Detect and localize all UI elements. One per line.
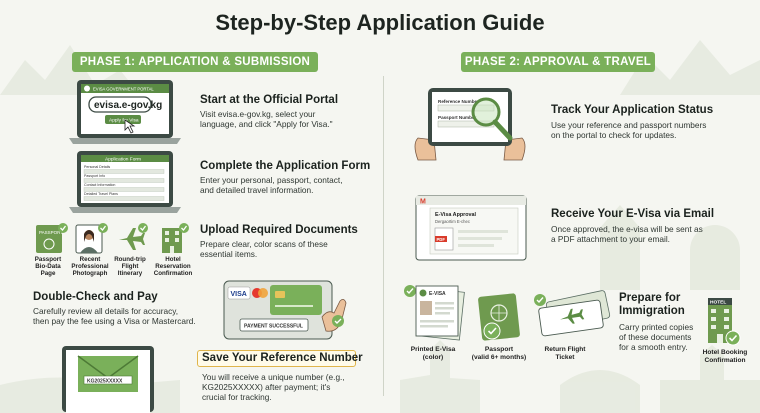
passport-travel-icon	[478, 293, 520, 341]
form-field-1: Personal Details	[84, 165, 110, 169]
evisa-doc-text: E-VISA	[429, 291, 446, 297]
form-title-text: Application Form	[105, 157, 141, 163]
step5-line2: KG2025XXXXX) after payment; it's	[202, 382, 331, 392]
travel-label-passport: Passport(valid 6+ months)	[471, 346, 527, 361]
flight-ticket-icon	[534, 290, 611, 337]
step1-line2: language, and click "Apply for Visa."	[200, 119, 333, 129]
step2-line1: Enter your personal, passport, contact,	[200, 175, 343, 185]
column-divider	[383, 76, 384, 396]
laptop-portal-icon: EVISA GOVERNMENT PORTAL evisa.e-gov.kg A…	[69, 80, 181, 144]
hotel-reservation-icon	[162, 223, 189, 253]
passport-number-field: Passport Number	[438, 115, 477, 120]
passport-icon: PASSPORT	[36, 223, 68, 253]
flight-itinerary-icon	[119, 223, 148, 250]
form-field-2: Passport Info	[84, 174, 105, 178]
photograph-icon	[75, 223, 108, 254]
laptop-envelope-icon: KG2025XXXXX	[62, 346, 154, 413]
visa-logo-text: VISA	[231, 291, 247, 298]
step2-line2: and detailed travel information.	[200, 185, 314, 195]
reference-highlight-box	[197, 350, 356, 367]
hotel-sign-text: HOTEL	[710, 300, 726, 306]
printed-evisa-icon: E-VISA	[404, 285, 465, 341]
hotel-booking-icon: HOTEL	[708, 298, 741, 346]
step5-line1: You will receive a unique number (e.g.,	[202, 372, 345, 382]
phase2-banner: PHASE 2: APPROVAL & TRAVEL	[461, 52, 655, 72]
email-window-icon: M E-Visa Approval Dergaortim E-chec PDF	[415, 195, 527, 261]
portal-url-text: evisa.e-gov.kg	[94, 100, 162, 111]
step2-heading: Complete the Application Form	[200, 160, 371, 172]
step3-heading: Upload Required Documents	[200, 224, 358, 236]
step5-heading: Save Your Reference Number	[202, 352, 363, 364]
step3-line1: Prepare clear, color scans of these	[200, 239, 328, 249]
phase1-banner: PHASE 1: APPLICATION & SUBMISSION	[72, 52, 318, 72]
laptop-form-icon: Application Form Personal Details Passpo…	[69, 151, 181, 213]
step4-line2: then pay the fee using a Visa or Masterc…	[33, 316, 196, 326]
step4-heading: Double-Check and Pay	[33, 291, 158, 303]
step3-line2: essential items.	[200, 249, 258, 259]
reference-number-field: Reference Number	[438, 99, 479, 104]
payment-terminal-icon: VISA PAYMENT SUCCESSFUL	[223, 280, 347, 340]
tablet-magnifier-icon: Reference Number Passport Number	[414, 88, 526, 161]
step5-line3: crucial for tracking.	[202, 392, 272, 402]
step4-line1: Carefully review all details for accurac…	[33, 306, 179, 316]
form-field-4: Detailed Travel Plans	[84, 192, 118, 196]
immigration-line3: for a smooth entry.	[619, 342, 688, 352]
email-line1: Once approved, the e-visa will be sent a…	[551, 224, 703, 234]
pdf-attachment-label: PDF	[437, 237, 446, 242]
form-field-3: Contact Information	[84, 183, 115, 187]
track-heading: Track Your Application Status	[551, 104, 714, 116]
email-sender: Dergaortim E-chec	[435, 219, 470, 224]
email-heading: Receive Your E-Visa via Email	[551, 208, 715, 220]
email-subject: E-Visa Approval	[435, 212, 477, 218]
track-line1: Use your reference and passport numbers	[551, 120, 707, 130]
svg-text:M: M	[420, 199, 426, 206]
email-line2: a PDF attachment to your email.	[551, 234, 670, 244]
immigration-heading-2: Immigration	[619, 305, 685, 317]
immigration-heading: Prepare for	[619, 292, 681, 304]
apply-for-visa-button: Apply for Visa	[109, 118, 139, 124]
portal-header-text: EVISA GOVERNMENT PORTAL	[93, 87, 154, 92]
track-line2: on the portal to check for updates.	[551, 130, 677, 140]
step1-heading: Start at the Official Portal	[200, 94, 339, 106]
immigration-line2: of these documents	[619, 332, 692, 342]
page-title: Step-by-Step Application Guide	[215, 10, 545, 35]
travel-label-evisa: Printed E-Visa(color)	[410, 346, 456, 361]
envelope-reference-text: KG2025XXXXX	[87, 378, 123, 384]
step1-line1: Visit evisa.e-gov.kg, select your	[200, 109, 316, 119]
payment-status-text: PAYMENT SUCCESSFUL	[244, 324, 303, 330]
immigration-line1: Carry printed copies	[619, 322, 694, 332]
svg-text:PASSPORT: PASSPORT	[39, 230, 63, 235]
